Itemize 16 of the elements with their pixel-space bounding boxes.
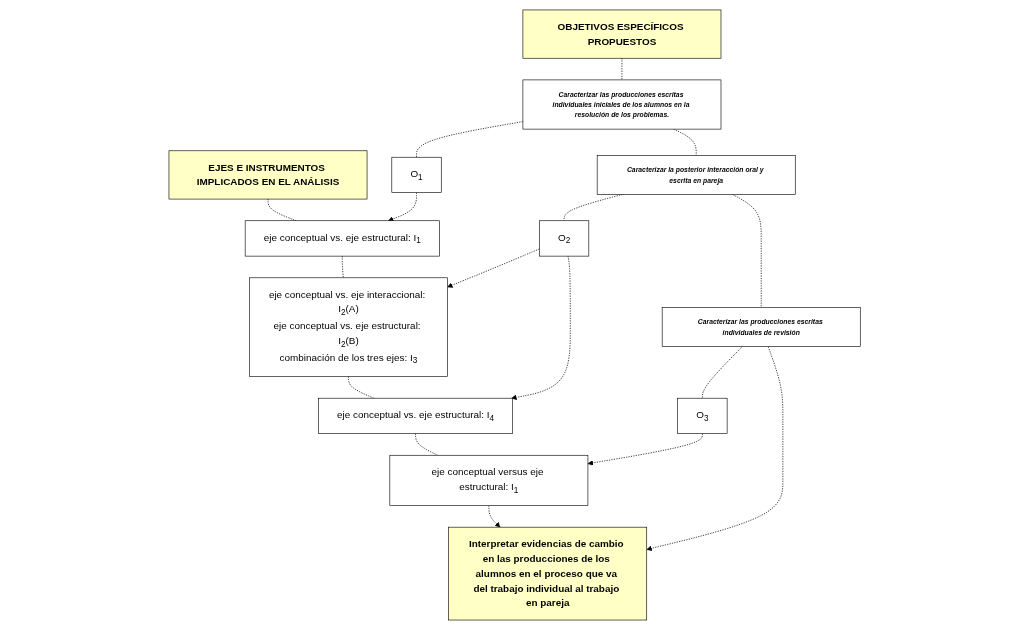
node-box: eje conceptual vs. eje estructural: I$_{4}$ [318, 397, 514, 434]
connector [342, 255, 345, 279]
node-box: eje conceptual vs. eje estructural: I$_{1}$ [245, 220, 441, 257]
node-box: EJES E INSTRUMENTOS IMPLICADOS EN EL ANÁLISIS [169, 150, 368, 200]
node-box: O$_{1}$ [391, 156, 442, 193]
connector [732, 194, 762, 309]
connector [415, 433, 439, 456]
connector [416, 121, 524, 158]
connector [702, 346, 743, 399]
node-box: OBJETIVOS ESPECÍFICOS PROPUESTOS [523, 9, 722, 59]
node-box: O$_{3}$ [677, 397, 728, 434]
node-box: eje conceptual vs. eje interaccional: I$_{2}$(A) eje conceptual vs. eje estructural: I$_{2}$(B) combinación de los tres ejes: I$_{3}$ [249, 277, 449, 377]
node-box: Interpretar evidencias de cambio en las producciones de los alumnos en el proceso que va del trabajo individual al trabajo en pareja [448, 526, 648, 621]
node-box: O$_{2}$ [539, 220, 590, 257]
connector [348, 376, 375, 399]
node-box: eje conceptual versus eje estructural: I$_{1}$ [389, 454, 589, 506]
